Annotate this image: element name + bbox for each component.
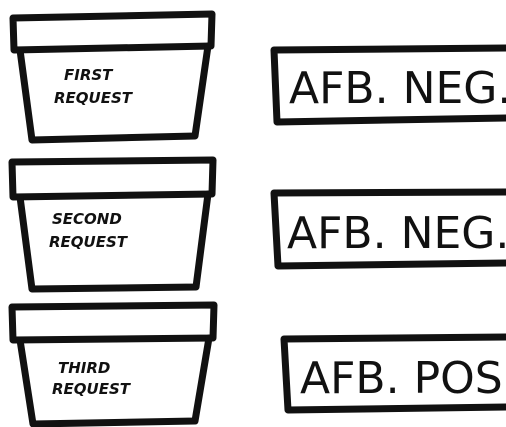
cup-lid-first xyxy=(13,14,212,50)
cup-lid-second xyxy=(12,160,213,197)
cup-label-third-line1: THIRD xyxy=(58,359,110,377)
specimen-row-first: FIRST REQUEST AFB. NEG. xyxy=(13,14,506,140)
result-box-second: AFB. NEG. xyxy=(274,192,506,266)
cup-label-first-line2: REQUEST xyxy=(54,89,134,107)
cup-label-third-line2: REQUEST xyxy=(52,380,132,398)
specimen-cup-second: SECOND REQUEST xyxy=(12,160,213,289)
specimen-row-second: SECOND REQUEST AFB. NEG. xyxy=(12,160,506,289)
result-box-third: AFB. POS. xyxy=(284,337,506,410)
result-box-first: AFB. NEG. xyxy=(274,48,506,122)
result-text-third: AFB. POS. xyxy=(300,353,506,404)
cup-label-second-line2: REQUEST xyxy=(49,233,129,251)
result-text-first: AFB. NEG. xyxy=(289,63,506,114)
cup-label-first-line1: FIRST xyxy=(64,66,114,84)
result-text-second: AFB. NEG. xyxy=(287,208,506,259)
specimen-cup-first: FIRST REQUEST xyxy=(13,14,212,140)
specimen-row-third: THIRD REQUEST AFB. POS. xyxy=(12,305,506,424)
cup-lid-third xyxy=(12,305,214,340)
cup-label-second-line1: SECOND xyxy=(52,210,122,228)
specimen-cup-third: THIRD REQUEST xyxy=(12,305,214,424)
